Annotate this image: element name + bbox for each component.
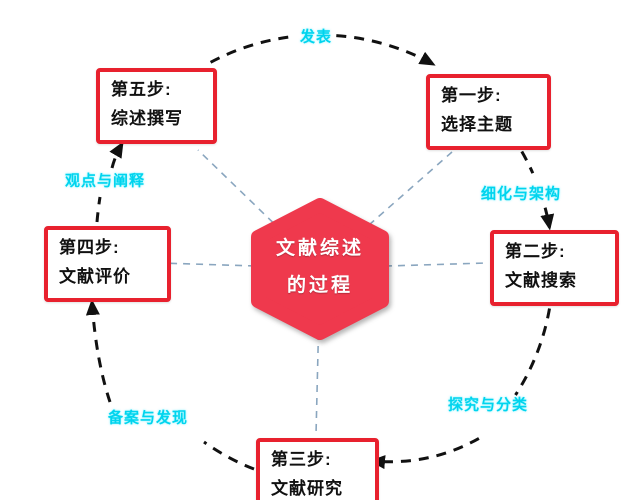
step3-subtitle: 文献研究 bbox=[271, 479, 343, 498]
arc-explore-to-step3 bbox=[369, 437, 480, 470]
arc-step2-to-explore bbox=[514, 308, 551, 396]
arc-refine-to-step2 bbox=[540, 207, 555, 231]
center-hexagon bbox=[251, 198, 389, 340]
edge-label-viewpoint: 观点与阐释 bbox=[64, 172, 146, 190]
step-box-2: 第二步: 文献搜索 bbox=[490, 230, 619, 306]
arc-step4-to-viewpoint bbox=[95, 196, 102, 223]
edge-label-refine: 细化与架构 bbox=[480, 185, 562, 203]
step2-subtitle: 文献搜索 bbox=[505, 271, 577, 290]
step-box-4: 第四步: 文献评价 bbox=[44, 226, 171, 302]
arc-step1-to-refine bbox=[520, 150, 535, 174]
step5-subtitle: 综述撰写 bbox=[111, 109, 183, 128]
cycle-arcs bbox=[85, 34, 555, 471]
arc-record-to-step4 bbox=[85, 299, 112, 403]
step-box-1: 第一步: 选择主题 bbox=[426, 74, 551, 150]
step-box-3: 第三步: 文献研究 bbox=[256, 438, 379, 500]
step4-subtitle: 文献评价 bbox=[59, 267, 131, 286]
arc-viewpoint-to-step5 bbox=[109, 141, 124, 169]
step2-title: 第二步: bbox=[505, 242, 566, 261]
arc-step3-to-record bbox=[203, 440, 255, 471]
edge-label-publish: 发表 bbox=[299, 28, 333, 46]
step-box-5: 第五步: 综述撰写 bbox=[96, 68, 217, 144]
step1-title: 第一步: bbox=[441, 86, 502, 105]
edge-label-explore: 探究与分类 bbox=[447, 396, 529, 414]
arc-step5-to-publish bbox=[209, 35, 292, 64]
step5-title: 第五步: bbox=[111, 80, 172, 99]
step1-subtitle: 选择主题 bbox=[441, 115, 513, 134]
edge-label-record: 备案与发现 bbox=[107, 409, 189, 427]
step4-title: 第四步: bbox=[59, 238, 120, 257]
hexagon-shape bbox=[251, 198, 389, 340]
step3-title: 第三步: bbox=[271, 450, 332, 469]
arc-publish-to-step1 bbox=[336, 34, 436, 66]
